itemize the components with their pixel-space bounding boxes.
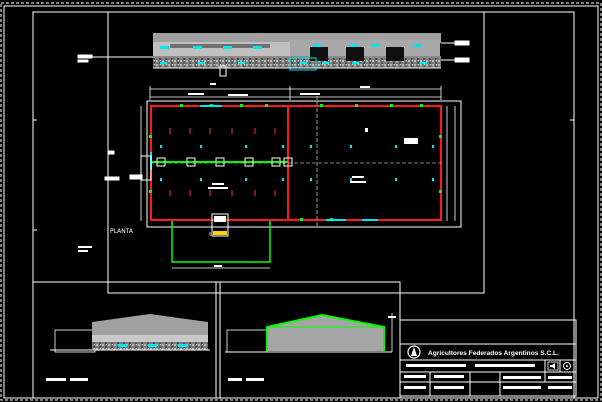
plan-label-notes [78,246,92,252]
cad-disc-icon[interactable] [563,362,571,370]
plan-dimensions [140,86,456,236]
title-block [399,319,577,397]
column-markers [160,145,434,181]
room-labels [208,128,418,189]
cad-speaker-icon[interactable] [547,361,559,371]
front-elevation [153,33,441,77]
company-name: Agricultores Federados Argentinos S.C.L. [428,350,559,357]
frame-ticks [33,119,574,231]
side-elevation [46,314,210,381]
front-annex [171,213,271,269]
dimension-text-marks [188,83,370,96]
plan-outline [146,100,462,228]
company-logo-icon [407,345,421,359]
beam-columns [156,157,293,167]
elevation-callouts [77,40,470,63]
rafter-markers [169,128,276,196]
side-annex [104,150,152,181]
plan-label: PLANTA [110,228,134,235]
cross-section [225,313,396,381]
